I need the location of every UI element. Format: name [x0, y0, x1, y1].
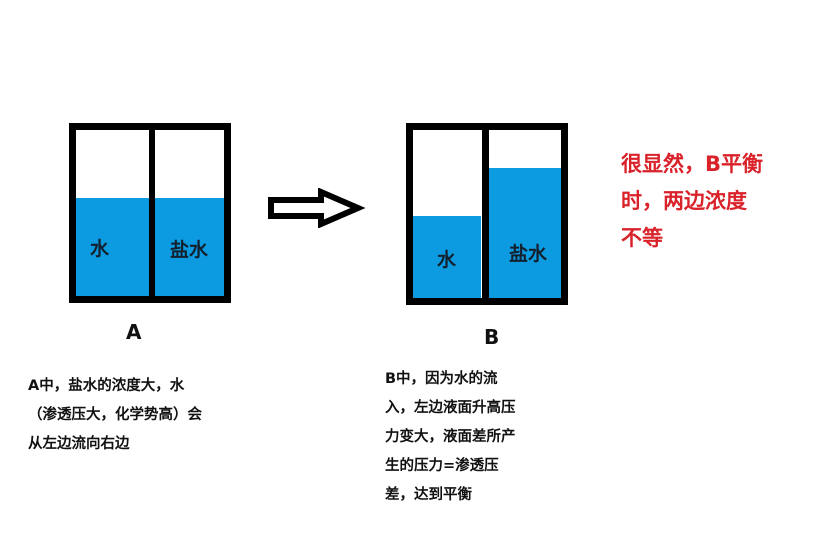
- note-a-line: 从左边流向右边: [28, 436, 130, 452]
- tank-a-divider: [149, 130, 155, 296]
- diagram-b-label: B: [484, 325, 500, 349]
- water-b-left: [413, 216, 481, 298]
- note-b-line: 入，左边液面升高压: [385, 400, 516, 416]
- note-a-line: （渗透压大，化学势高）会: [28, 407, 202, 423]
- water-b-right: [489, 168, 561, 298]
- note-b-line: 差，达到平衡: [385, 487, 472, 503]
- note-a-line: A中，盐水的浓度大，水: [28, 378, 185, 394]
- conclusion-text: 很显然，B平衡 时，两边浓度 不等: [621, 146, 763, 257]
- conclusion-line: 不等: [621, 226, 663, 250]
- tank-b-right-label: 盐水: [509, 243, 548, 265]
- diagram-a-label: A: [126, 320, 142, 344]
- water-a-left: [76, 198, 149, 296]
- conclusion-line: 时，两边浓度: [621, 189, 747, 213]
- arrow-right-icon: [268, 188, 366, 228]
- conclusion-line: 很显然，B平衡: [621, 152, 764, 176]
- tank-b-left-label: 水: [437, 249, 457, 271]
- tank-a: 水 盐水: [69, 123, 231, 303]
- tank-b-divider: [482, 130, 489, 298]
- water-a-right: [155, 198, 224, 296]
- tank-a-right-label: 盐水: [170, 239, 209, 261]
- tank-b: 水 盐水: [406, 123, 568, 305]
- note-a: A中，盐水的浓度大，水 （渗透压大，化学势高）会 从左边流向右边: [28, 372, 202, 459]
- note-b-line: 生的压力=渗透压: [385, 458, 499, 474]
- note-b: B中，因为水的流 入，左边液面升高压 力变大，液面差所产 生的压力=渗透压 差，…: [385, 365, 516, 510]
- tank-a-left-label: 水: [90, 238, 110, 260]
- note-b-line: 力变大，液面差所产: [385, 429, 516, 445]
- note-b-line: B中，因为水的流: [385, 371, 498, 387]
